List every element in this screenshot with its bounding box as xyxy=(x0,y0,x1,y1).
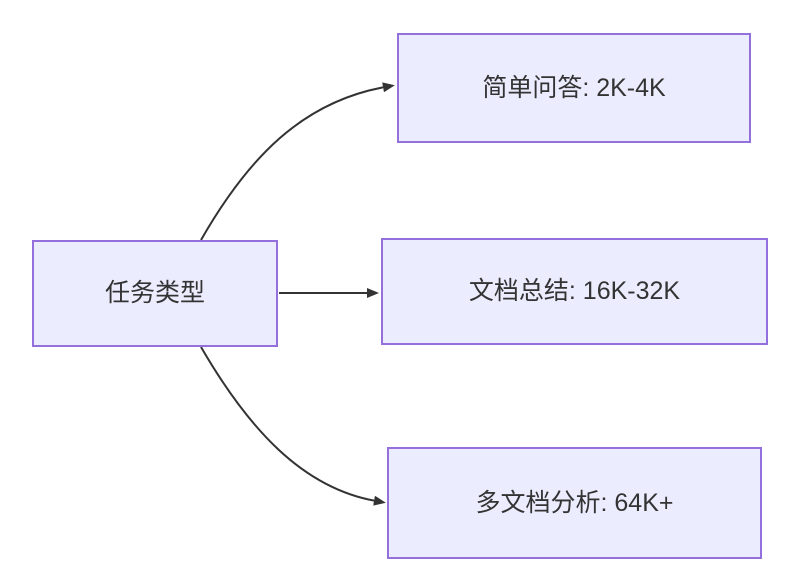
edge-to-branch-2 xyxy=(200,346,386,506)
edge-to-branch-0 xyxy=(200,82,395,241)
node-doc-summary: 文档总结: 16K-32K xyxy=(381,238,768,345)
node-doc-summary-label: 文档总结: 16K-32K xyxy=(468,277,681,305)
node-multi-doc-analysis-label: 多文档分析: 64K+ xyxy=(475,488,674,517)
node-simple-qa-label: 简单问答: 2K-4K xyxy=(482,73,666,102)
node-simple-qa: 简单问答: 2K-4K xyxy=(397,33,751,143)
node-multi-doc-analysis: 多文档分析: 64K+ xyxy=(387,447,762,559)
node-task-type-label: 任务类型 xyxy=(104,279,205,307)
node-task-type: 任务类型 xyxy=(32,240,278,347)
